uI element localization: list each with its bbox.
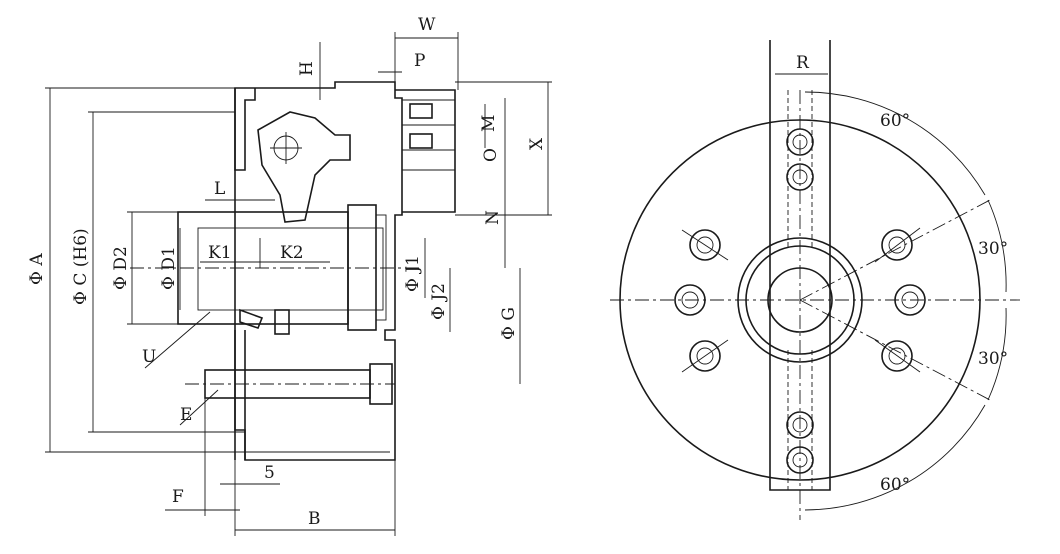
- label-30-a: 30°: [978, 239, 1008, 259]
- small-bolt: [274, 309, 290, 335]
- label-H: H: [297, 61, 317, 76]
- label-U: U: [142, 347, 156, 367]
- front-labels: R 60° 30° 30° 60°: [796, 53, 1008, 495]
- label-phiA: Φ A: [27, 253, 47, 285]
- jaw-screw-1: [409, 103, 433, 119]
- label-K1: K1: [208, 243, 232, 263]
- label-R: R: [796, 53, 810, 73]
- ray-lower-right: [799, 299, 991, 401]
- label-F: F: [172, 487, 184, 507]
- center-bore: [767, 267, 833, 333]
- oring: [239, 308, 264, 329]
- label-phiJ2: Φ J2: [429, 283, 449, 320]
- label-B: B: [308, 509, 321, 529]
- bolt-hole-ul: [681, 229, 729, 261]
- label-phiJ1: Φ J1: [403, 255, 423, 292]
- leader-E: [179, 389, 219, 426]
- bolt-hole-ll: [681, 339, 729, 373]
- label-P: P: [414, 51, 425, 71]
- jaw-head: [395, 89, 456, 213]
- side-view: [130, 81, 456, 461]
- jaw-screw-bot-1: [786, 411, 814, 439]
- label-60-top: 60°: [880, 111, 910, 131]
- front-lip: [375, 214, 387, 321]
- bolt-hole-lr: [874, 339, 921, 373]
- jaw-screw-2: [409, 133, 433, 149]
- arc-30-lower: [987, 307, 1007, 401]
- front-view: [610, 40, 1020, 520]
- left-lower-flange: [234, 330, 246, 460]
- label-K2: K2: [280, 243, 304, 263]
- label-X: X: [527, 137, 547, 150]
- center-ring-mid: [745, 245, 855, 355]
- bolt-hole-right: [894, 284, 926, 316]
- leader-U: [144, 311, 211, 369]
- label-5: 5: [264, 463, 275, 483]
- arc-30-upper: [987, 199, 1007, 293]
- bolt-hole-ur: [874, 227, 921, 263]
- label-L: L: [214, 179, 225, 199]
- label-M: M: [479, 115, 499, 132]
- rear-flange: [234, 88, 256, 171]
- label-N: N: [483, 210, 503, 225]
- label-phiD2: Φ D2: [111, 246, 131, 290]
- ray-upper-right: [799, 199, 991, 301]
- bolt-hole-left: [674, 284, 706, 316]
- label-phiC: Φ C (H6): [71, 228, 91, 305]
- arc-60-bot: [804, 404, 986, 511]
- jaw-screw-bot-2: [786, 446, 814, 474]
- label-phiG: Φ G: [499, 307, 519, 340]
- label-E: E: [180, 405, 192, 425]
- lever-arm: [257, 111, 351, 223]
- center-ring-outer: [737, 237, 863, 363]
- label-30-b: 30°: [978, 349, 1008, 369]
- label-O: O: [481, 148, 501, 162]
- label-W: W: [418, 15, 436, 35]
- jaw-bar-hidden: [787, 90, 813, 490]
- front-ring: [347, 204, 377, 331]
- arc-60-top: [804, 91, 986, 196]
- spindle-bore-inner: [197, 227, 384, 311]
- jaw-screw-top-2: [786, 163, 814, 191]
- label-60-bot: 60°: [880, 475, 910, 495]
- jaw-screw-top-1: [786, 128, 814, 156]
- label-phiD1: Φ D1: [159, 246, 179, 290]
- side-labels: W H P M O X N L Φ A Φ C (H6) Φ D2 Φ D1 K…: [27, 15, 547, 529]
- side-dimensions: [45, 32, 552, 536]
